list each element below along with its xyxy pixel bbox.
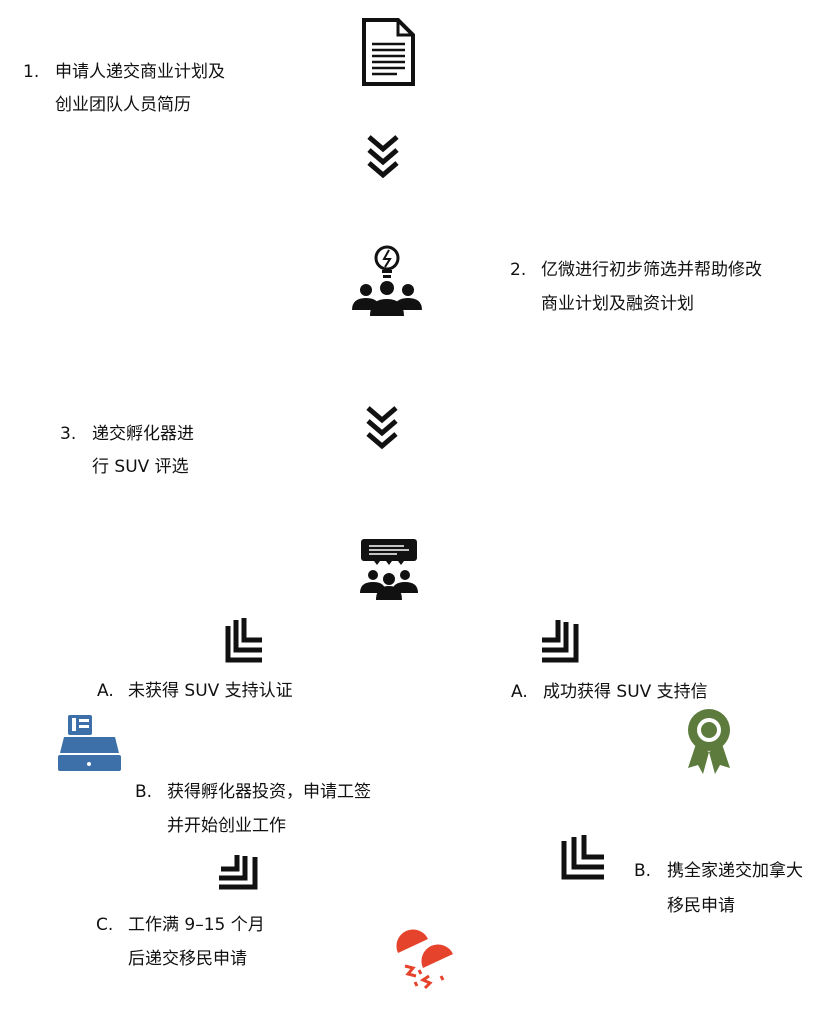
step3-number: 3.	[60, 424, 77, 444]
left-b-number: B.	[135, 782, 153, 802]
chevron-down-right-icon	[540, 620, 586, 664]
presentation-team-icon	[360, 538, 418, 600]
right-a-text: 成功获得 SUV 支持信	[543, 682, 708, 702]
left-b-line2: 并开始创业工作	[167, 816, 286, 836]
step1-line1: 申请人递交商业计划及	[55, 62, 225, 82]
celebration-icon	[393, 926, 457, 990]
chevron-down-right-icon	[217, 855, 263, 891]
step3-line2: 行 SUV 评选	[92, 457, 189, 477]
idea-team-icon	[352, 244, 422, 316]
chevron-down-icon	[366, 133, 400, 179]
left-a-number: A.	[97, 681, 114, 701]
chevron-down-left-icon	[558, 835, 606, 881]
step1-line2: 创业团队人员简历	[55, 95, 191, 115]
right-b-line2: 移民申请	[667, 896, 735, 916]
step2-line2: 商业计划及融资计划	[541, 294, 694, 314]
step2-line1: 亿微进行初步筛选并帮助修改	[541, 260, 762, 280]
right-b-line1: 携全家递交加拿大	[667, 861, 803, 881]
left-c-line1: 工作满 9–15 个月	[128, 915, 265, 935]
left-c-line2: 后递交移民申请	[128, 949, 247, 969]
step2-number: 2.	[510, 260, 527, 280]
chevron-down-icon	[365, 404, 399, 450]
cash-register-icon	[58, 715, 121, 771]
left-c-number: C.	[96, 915, 114, 935]
document-icon	[362, 18, 415, 86]
right-a-number: A.	[511, 682, 528, 702]
award-ribbon-icon	[686, 708, 732, 774]
chevron-down-left-icon	[218, 618, 266, 664]
left-b-line1: 获得孵化器投资，申请工签	[167, 782, 371, 802]
right-b-number: B.	[634, 861, 652, 881]
left-a-text: 未获得 SUV 支持认证	[128, 681, 293, 701]
step3-line1: 递交孵化器进	[92, 424, 194, 444]
step1-number: 1.	[23, 62, 40, 82]
